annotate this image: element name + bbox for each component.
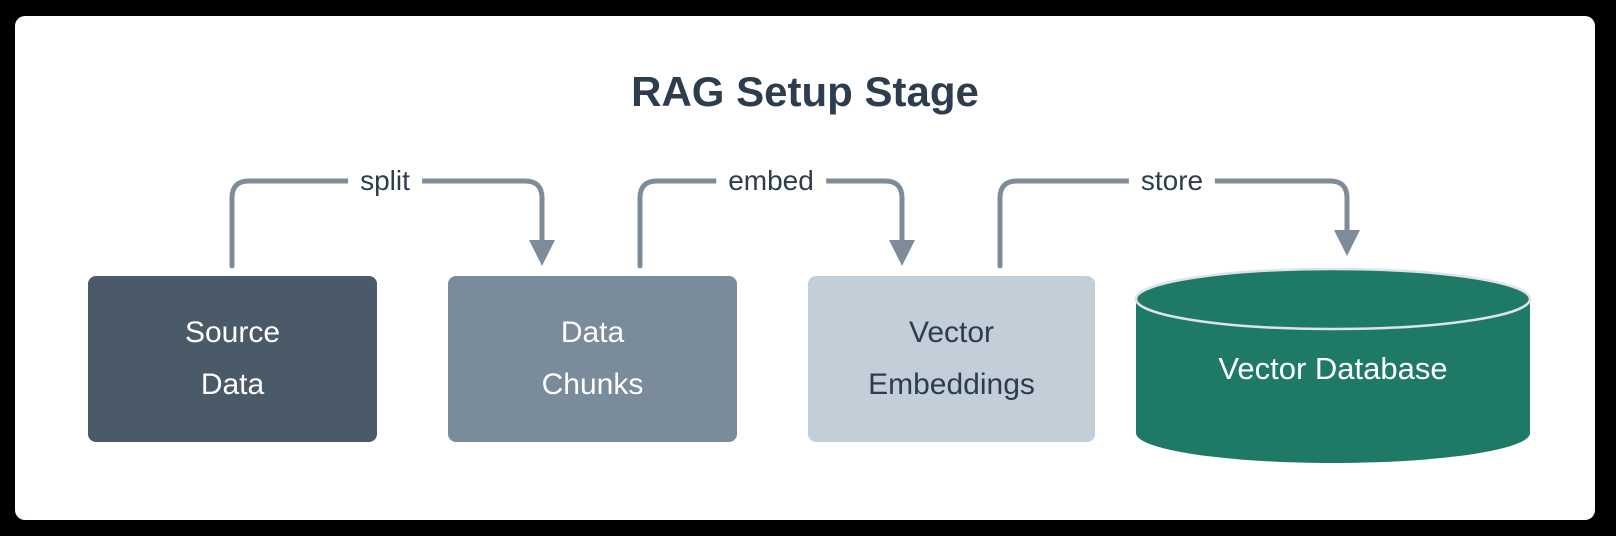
node-data-chunks-label: Data Chunks <box>541 316 644 401</box>
node-source-data: Source Data <box>88 276 377 442</box>
edge-label-embed: embed <box>716 165 826 197</box>
database-cylinder-icon <box>1134 267 1532 463</box>
edge-label-split: split <box>348 165 422 197</box>
diagram-title: RAG Setup Stage <box>631 68 979 115</box>
arrow-down-icon <box>889 240 915 266</box>
arrow-down-icon <box>1334 230 1360 256</box>
edge-label-store: store <box>1128 165 1216 197</box>
node-source-data-label: Source Data <box>184 316 281 401</box>
cylinder-body <box>1136 299 1530 463</box>
node-vector-embeddings-label: Vector Embeddings <box>868 316 1035 401</box>
node-data-chunks: Data Chunks <box>448 276 737 442</box>
node-vector-embeddings: Vector Embeddings <box>808 276 1095 442</box>
node-vector-database-label: Vector Database <box>1218 351 1448 386</box>
cylinder-top <box>1134 267 1532 331</box>
arrow-down-icon <box>529 240 555 266</box>
